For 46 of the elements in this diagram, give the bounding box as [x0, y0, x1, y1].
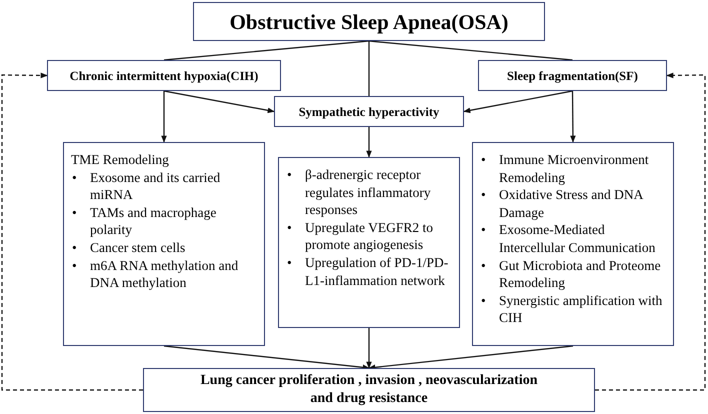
- connector-line: [368, 41, 370, 96]
- bullet-mark: •: [481, 186, 486, 204]
- outcome-box: Lung cancer proliferation , invasion , neovascularization and drug resistance: [143, 368, 595, 412]
- bullet-mark: •: [72, 256, 77, 275]
- title-box: Obstructive Sleep Apnea(OSA): [193, 2, 545, 41]
- bullet-item: Exosome-Mediated Intercellular Communication: [499, 221, 656, 257]
- box-heading: TME Remodeling: [71, 151, 170, 169]
- bullet-item: Oxidative Stress and DNA Damage: [499, 186, 644, 222]
- dashed-arrow: [595, 72, 706, 391]
- bullet-mark: •: [481, 151, 486, 169]
- arrow: [570, 91, 576, 143]
- dashed-arrow: [1, 72, 143, 391]
- bullet-mark: •: [481, 221, 486, 240]
- bullet-mark: •: [287, 254, 292, 272]
- content-box: [278, 157, 460, 328]
- content-box: [63, 142, 265, 346]
- bullet-mark: •: [481, 256, 486, 275]
- bullet-item: Synergistic amplification with CIH: [499, 292, 664, 327]
- arrow: [164, 90, 275, 114]
- bullet-item: Upregulation of PD-1/PD-L1-inflammation network: [305, 254, 450, 290]
- bullet-mark: •: [72, 238, 77, 257]
- connector-line: [368, 40, 573, 61]
- process-box: Chronic intermittent hypoxia(CIH): [47, 60, 281, 91]
- arrow: [161, 91, 167, 143]
- arrow: [366, 127, 372, 158]
- bullet-mark: •: [287, 218, 292, 237]
- bullet-mark: •: [287, 166, 292, 184]
- arrow: [366, 328, 372, 369]
- bullet-item: Cancer stem cells: [90, 238, 186, 257]
- process-box: Sympathetic hyperactivity: [274, 96, 464, 127]
- bullet-item: TAMs and macrophage polarity: [90, 204, 218, 239]
- bullet-mark: •: [481, 292, 486, 310]
- bullet-item: Exosome and its carried miRNA: [90, 168, 222, 204]
- bullet-item: Immune Microenvironment Remodeling: [499, 151, 650, 186]
- bullet-item: Upregulate VEGFR2 to promote angiogenesis: [305, 218, 434, 254]
- connector-line: [164, 40, 370, 61]
- process-box: Sleep fragmentation(SF): [478, 60, 667, 91]
- bullet-item: m6A RNA methylation and DNA methylation: [90, 256, 240, 292]
- arrow: [164, 345, 370, 370]
- content-box: [472, 142, 674, 346]
- arrow: [463, 90, 573, 114]
- bullet-item: Gut Microbiota and Proteome Remodeling: [499, 256, 662, 292]
- bullet-item: β-adrenergic receptor regulates inflammatory responses: [305, 166, 432, 219]
- bullet-mark: •: [72, 168, 77, 187]
- arrow: [368, 345, 574, 370]
- bullet-mark: •: [72, 204, 77, 222]
